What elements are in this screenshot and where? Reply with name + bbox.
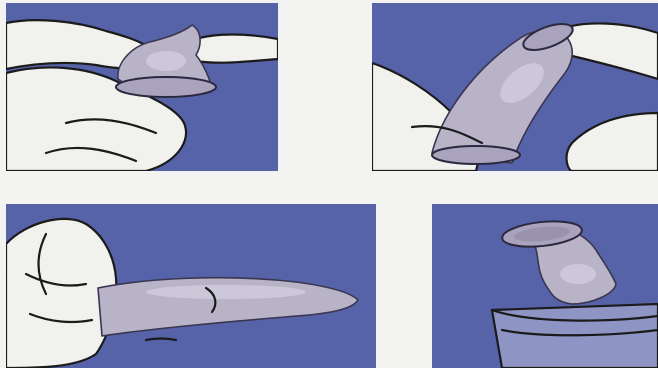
condom-rolled-rim <box>432 146 520 164</box>
condom-rim <box>116 77 216 97</box>
glove-lower-right <box>567 113 658 171</box>
pinch-condom-tip-illustration <box>6 3 278 171</box>
condom-on-finger-illustration <box>6 204 376 368</box>
roll-condom-down-illustration <box>372 3 658 171</box>
panel-step-2 <box>372 3 658 171</box>
dispose-condom-illustration <box>432 204 658 368</box>
panel-step-1 <box>6 3 278 171</box>
panel-step-3 <box>6 204 376 368</box>
panel-step-4 <box>432 204 658 368</box>
